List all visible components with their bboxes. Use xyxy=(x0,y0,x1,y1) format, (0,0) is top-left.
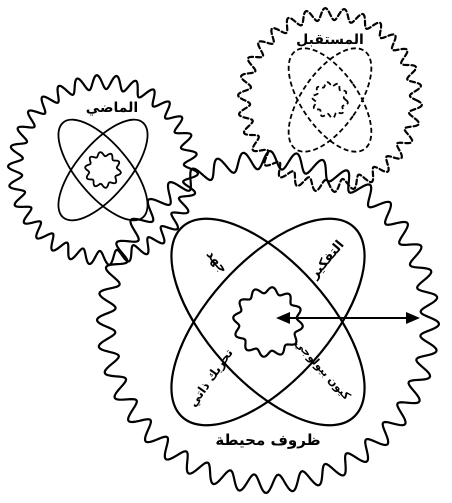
main-core xyxy=(233,287,302,356)
future-orbit-2 xyxy=(273,35,388,165)
arrow-head-left xyxy=(276,312,290,324)
self-motivation-label: تحريك ذاتي xyxy=(186,346,236,409)
biological-being-label: كيون بيولوجي xyxy=(292,337,353,403)
future-label: المستقبل xyxy=(296,32,364,48)
arrow-head-right xyxy=(406,312,420,324)
surroundings-label: ظروف محيطة xyxy=(215,431,320,449)
future-orbit-1 xyxy=(273,35,388,165)
effort-label: جهد xyxy=(203,247,231,276)
future-atom xyxy=(273,35,388,165)
past-label: الماضي xyxy=(86,100,138,116)
thinking-label: التفكير xyxy=(306,238,347,283)
future-core xyxy=(312,82,348,118)
past-core xyxy=(85,152,121,188)
past-atom xyxy=(43,106,163,234)
